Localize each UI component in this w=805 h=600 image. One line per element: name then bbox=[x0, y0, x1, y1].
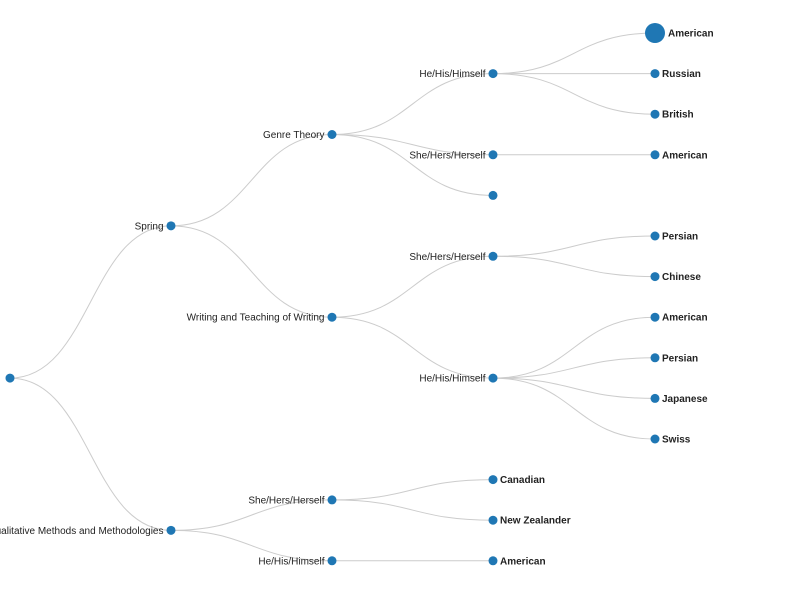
link-she-hers-herself-to-canadian bbox=[331, 479, 494, 501]
node-american[interactable]: American bbox=[650, 150, 708, 161]
node-circle[interactable] bbox=[488, 556, 498, 566]
node-canadian[interactable]: Canadian bbox=[488, 475, 546, 486]
link-genre-theory-to-he-his-himself bbox=[331, 73, 494, 135]
node-persian[interactable]: Persian bbox=[650, 231, 699, 243]
link-qualitative-methods-and-methodologies-to-he-his-himself bbox=[170, 529, 333, 562]
node-genre-theory[interactable]: Genre Theory bbox=[263, 130, 337, 141]
node-circle[interactable] bbox=[645, 23, 665, 43]
link-root-to-qualitative-methods-and-methodologies bbox=[9, 377, 172, 531]
link-root-to-spring bbox=[9, 225, 172, 379]
node-chinese[interactable]: Chinese bbox=[650, 272, 702, 283]
node-label: American bbox=[668, 29, 714, 40]
link-she-hers-herself-to-persian bbox=[492, 235, 656, 257]
node-label: Canadian bbox=[500, 475, 545, 486]
node-label: American bbox=[500, 556, 546, 567]
link-qualitative-methods-and-methodologies-to-she-hers-herself bbox=[170, 499, 333, 531]
node-label: American bbox=[662, 313, 708, 324]
link-she-hers-herself-to-new-zealander bbox=[331, 499, 494, 521]
node-label: New Zealander bbox=[500, 516, 571, 527]
node-label: Spring bbox=[135, 221, 164, 232]
node-circle[interactable] bbox=[650, 393, 660, 403]
link-writing-and-teaching-of-writing-to-she-hers-herself bbox=[331, 255, 494, 318]
node-label: Writing and Teaching of Writing bbox=[187, 313, 325, 324]
node-new-zealander[interactable]: New Zealander bbox=[488, 515, 571, 527]
node-circle[interactable] bbox=[650, 231, 660, 241]
node-label: American bbox=[662, 150, 708, 161]
node-circle[interactable] bbox=[650, 109, 660, 119]
link-spring-to-genre-theory bbox=[170, 134, 333, 227]
node-circle[interactable] bbox=[327, 495, 337, 505]
node-japanese[interactable]: Japanese bbox=[650, 393, 709, 405]
node-label: He/His/Himself bbox=[419, 374, 485, 385]
link-he-his-himself-to-persian bbox=[492, 357, 656, 379]
node-he-his-himself[interactable]: He/His/Himself bbox=[419, 69, 498, 80]
node-circle[interactable] bbox=[5, 373, 15, 383]
node-qualitative-methods-and-methodologies[interactable]: Qualitative Methods and Methodologies bbox=[0, 525, 176, 537]
node-circle[interactable] bbox=[650, 69, 660, 79]
link-genre-theory-to-she-hers-herself bbox=[331, 134, 494, 156]
node-label: Qualitative Methods and Methodologies bbox=[0, 526, 164, 537]
node-american[interactable]: American bbox=[650, 312, 708, 324]
node-she-hers-herself[interactable]: She/Hers/Herself bbox=[248, 495, 337, 506]
node-label: Persian bbox=[662, 353, 698, 364]
node-he-his-himself[interactable]: He/His/Himself bbox=[419, 373, 498, 385]
node-label: He/His/Himself bbox=[258, 556, 324, 567]
node-label: She/Hers/Herself bbox=[248, 495, 324, 506]
link-he-his-himself-to-american bbox=[492, 316, 656, 379]
node-he-his-himself[interactable]: He/His/Himself bbox=[258, 556, 337, 567]
node-russian[interactable]: Russian bbox=[650, 69, 701, 80]
link-he-his-himself-to-swiss bbox=[492, 377, 656, 440]
link-he-his-himself-to-japanese bbox=[492, 377, 656, 399]
link-he-his-himself-to-british bbox=[492, 73, 656, 115]
node-label: Russian bbox=[662, 69, 701, 80]
node-label: Japanese bbox=[662, 394, 708, 405]
node-persian[interactable]: Persian bbox=[650, 353, 699, 364]
node-circle[interactable] bbox=[327, 130, 337, 139]
node-british[interactable]: British bbox=[650, 109, 694, 121]
node-circle[interactable] bbox=[488, 475, 498, 485]
node-american[interactable]: American bbox=[645, 23, 714, 43]
node-circle[interactable] bbox=[650, 312, 660, 322]
node-circle[interactable] bbox=[488, 515, 498, 525]
node-she-hers-herself[interactable]: She/Hers/Herself bbox=[409, 251, 498, 263]
node-circle[interactable] bbox=[650, 272, 660, 282]
link-he-his-himself-to-american bbox=[492, 32, 656, 75]
node-circle[interactable] bbox=[650, 353, 660, 363]
node-root[interactable] bbox=[488, 190, 498, 200]
node-label: Persian bbox=[662, 232, 698, 243]
node-she-hers-herself[interactable]: She/Hers/Herself bbox=[409, 150, 498, 161]
node-label: Genre Theory bbox=[263, 130, 325, 141]
node-circle[interactable] bbox=[488, 251, 498, 261]
node-circle[interactable] bbox=[488, 190, 498, 200]
node-circle[interactable] bbox=[650, 434, 660, 444]
node-circle[interactable] bbox=[166, 525, 176, 535]
node-label: She/Hers/Herself bbox=[409, 150, 485, 161]
node-circle[interactable] bbox=[488, 69, 498, 79]
node-circle[interactable] bbox=[327, 312, 337, 322]
node-swiss[interactable]: Swiss bbox=[650, 434, 691, 446]
link-she-hers-herself-to-chinese bbox=[492, 255, 656, 278]
node-writing-and-teaching-of-writing[interactable]: Writing and Teaching of Writing bbox=[187, 312, 337, 324]
node-label: Swiss bbox=[662, 435, 691, 446]
node-label: British bbox=[662, 110, 694, 121]
node-circle[interactable] bbox=[327, 556, 337, 566]
node-circle[interactable] bbox=[488, 373, 498, 383]
node-root[interactable] bbox=[5, 373, 15, 383]
link-spring-to-writing-and-teaching-of-writing bbox=[170, 225, 333, 318]
node-spring[interactable]: Spring bbox=[135, 221, 176, 232]
link-genre-theory-to-blank bbox=[331, 134, 494, 196]
node-label: He/His/Himself bbox=[419, 69, 485, 80]
node-circle[interactable] bbox=[650, 150, 660, 160]
node-american[interactable]: American bbox=[488, 556, 546, 567]
node-label: Chinese bbox=[662, 272, 701, 283]
node-circle[interactable] bbox=[488, 150, 498, 160]
link-writing-and-teaching-of-writing-to-he-his-himself bbox=[331, 316, 494, 379]
node-circle[interactable] bbox=[166, 221, 176, 231]
tree-links bbox=[9, 32, 656, 562]
node-label: She/Hers/Herself bbox=[409, 252, 485, 263]
